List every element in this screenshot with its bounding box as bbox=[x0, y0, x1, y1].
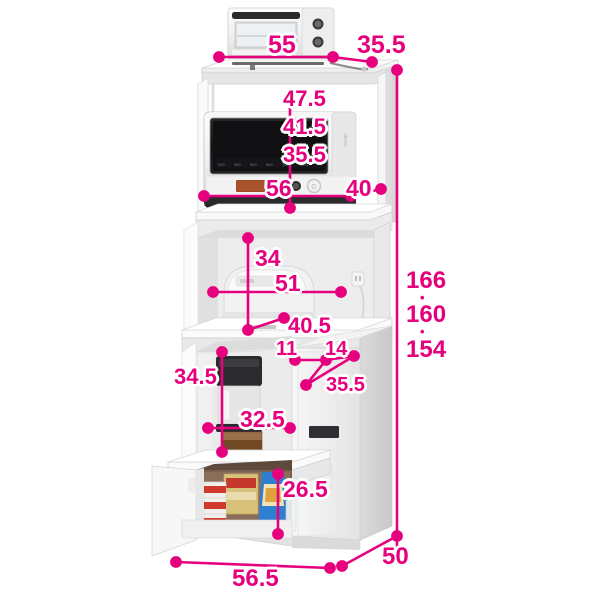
dim-label-microwave-bay-h-mid: 41.5 bbox=[283, 114, 326, 139]
dim-label-total-height-stack: 166 • 160 • 154 bbox=[406, 268, 446, 362]
top-shelf-board bbox=[201, 59, 399, 85]
svg-text:steam: steam bbox=[342, 133, 348, 147]
dim-label-lower-cabinet-height: 26.5 bbox=[283, 476, 328, 502]
dim-label-drawer-width: 14 bbox=[325, 338, 348, 360]
dim-label-top-shelf-depth: 35.5 bbox=[357, 31, 406, 59]
svg-text:1000: 1000 bbox=[282, 162, 292, 167]
dim-label-microwave-bay-width: 56 bbox=[266, 175, 292, 201]
dim-label-microwave-bay-depth: 40 bbox=[346, 175, 372, 201]
stored-items-group bbox=[203, 472, 297, 533]
total-height-min: 154 bbox=[406, 335, 447, 363]
total-height-mid: 160 bbox=[406, 301, 447, 329]
total-height-max: 166 bbox=[406, 267, 447, 294]
svg-text:600: 600 bbox=[250, 162, 257, 167]
svg-text:200: 200 bbox=[218, 162, 225, 167]
dim-label-microwave-bay-h-min: 35.5 bbox=[283, 142, 326, 167]
height-separator-lower: • bbox=[420, 324, 425, 340]
dim-label-drawer-depth: 35.5 bbox=[326, 374, 365, 396]
microwave-appliance: steam 200 400 600 800 1000 1200 G bbox=[203, 111, 357, 210]
dim-label-slide-shelf-height: 34.5 bbox=[174, 364, 217, 389]
dim-label-mid-shelf-width: 51 bbox=[275, 270, 301, 296]
dim-label-mid-shelf-height: 34 bbox=[255, 245, 281, 271]
dim-label-overall-width: 56.5 bbox=[232, 565, 279, 592]
dim-label-drawer-height: 11 bbox=[276, 338, 298, 360]
lower-body bbox=[151, 325, 393, 557]
dim-label-top-shelf-width: 55 bbox=[268, 31, 296, 59]
lower-left-door-open bbox=[151, 465, 204, 557]
dim-label-slide-shelf-width: 32.5 bbox=[240, 406, 285, 432]
middle-open-shelf bbox=[183, 221, 391, 335]
toaster-oven-appliance bbox=[227, 7, 335, 59]
svg-text:G: G bbox=[311, 184, 316, 191]
svg-text:1200: 1200 bbox=[300, 162, 310, 167]
dim-label-microwave-bay-h-max: 47.5 bbox=[283, 86, 326, 111]
dim-label-mid-shelf-depth: 40.5 bbox=[288, 313, 331, 338]
svg-text:400: 400 bbox=[234, 162, 241, 167]
height-separator-upper: • bbox=[420, 290, 425, 306]
dim-label-overall-depth: 50 bbox=[382, 543, 409, 570]
svg-text:800: 800 bbox=[266, 162, 273, 167]
